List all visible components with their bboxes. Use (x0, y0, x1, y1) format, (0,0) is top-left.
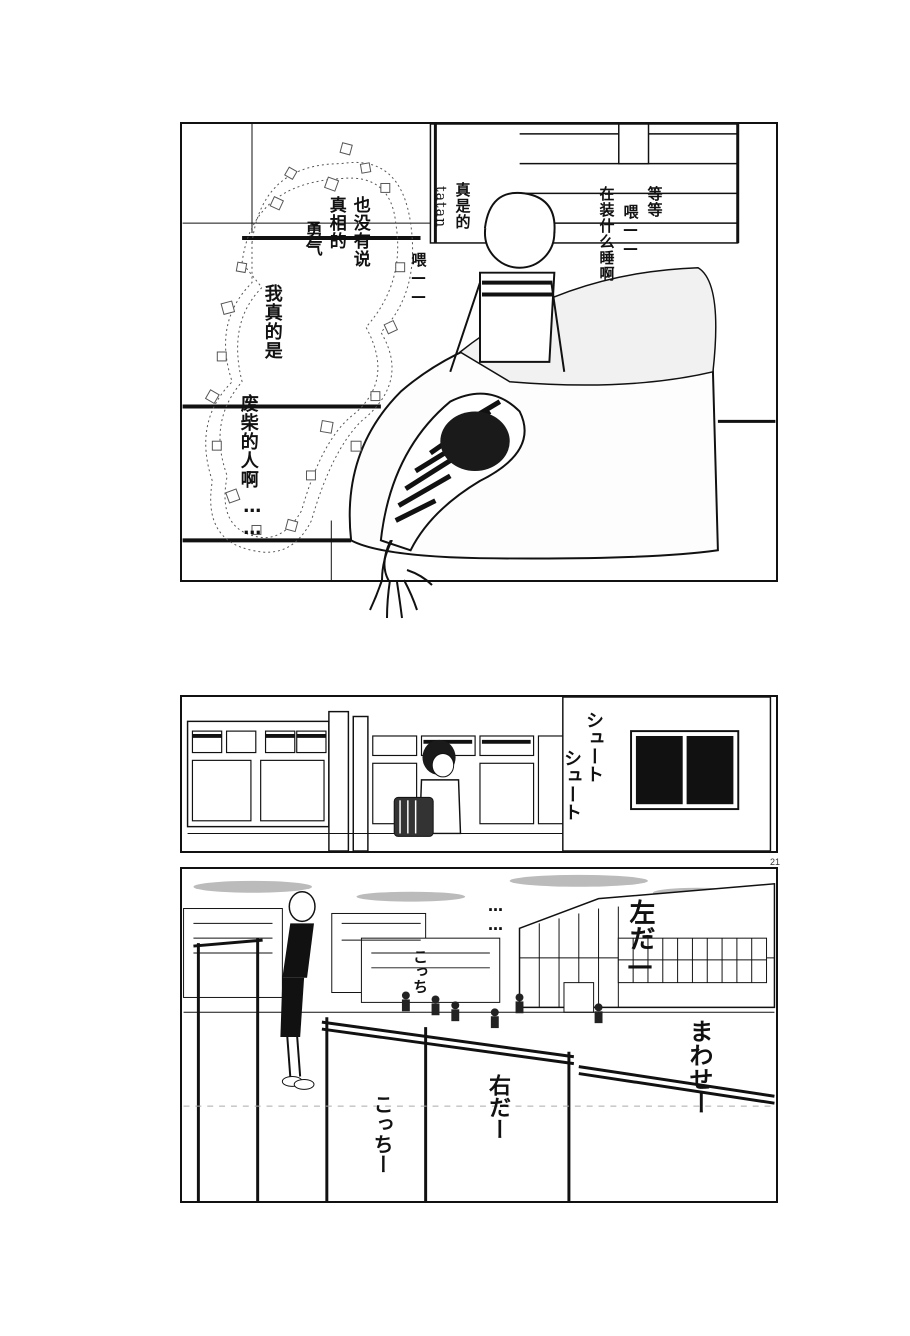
bedroom-illustration (182, 124, 776, 580)
shout-left: 左だ— (625, 899, 655, 981)
shout-right: 右だー (485, 1074, 511, 1140)
thought-line-3: 勇气 (301, 221, 322, 257)
student-on-bar-figure (280, 890, 316, 1090)
narration-line-1: 我真的是 (261, 284, 283, 360)
corridor-illustration (186, 697, 772, 851)
girl-sfx-tatan: tatan (432, 186, 449, 228)
panel-schoolyard: …… こっち こっちー 右だー 左だ— まわせー (180, 867, 778, 1203)
shout-over-here: こっちー (370, 1094, 394, 1174)
right-speech-line-1: 等等 (645, 186, 664, 218)
sparkle-squares (204, 142, 406, 535)
thought-line-2: 真相的 (325, 196, 346, 250)
reaching-hand-illustration (369, 540, 433, 619)
schoolgirl-figure (393, 739, 462, 837)
panel-bedroom: 我真的是 废柴的人啊 …… 也没有说 真相的 勇气 真是的 喂—— tatan … (180, 122, 778, 582)
right-speech-line-3: 在装什么睡啊 (597, 186, 616, 282)
page-number: 21 (770, 857, 781, 867)
narration-line-3: …… (241, 496, 263, 540)
right-speech-line-2: 喂—— (621, 204, 640, 258)
sfx-here-small: こっち (411, 949, 429, 994)
ellipsis-speech: …… (486, 897, 505, 935)
girl-speech-line-2: 喂—— (409, 252, 428, 306)
narration-line-2: 废柴的人啊 (237, 394, 259, 489)
thought-bubble-outline (205, 162, 414, 553)
sfx-shoot-2: シュート (561, 749, 582, 821)
panel-school-corridor: シュート シュート (180, 695, 778, 853)
schoolyard-illustration (183, 874, 776, 1201)
sfx-shoot-1: シュート (583, 711, 604, 783)
boy-figure (379, 392, 526, 580)
thought-line-1: 也没有说 (349, 196, 370, 268)
girl-speech-line-1: 真是的 (453, 182, 472, 230)
shout-pass-it: まわせー (685, 1019, 714, 1115)
girl-figure (449, 191, 566, 373)
